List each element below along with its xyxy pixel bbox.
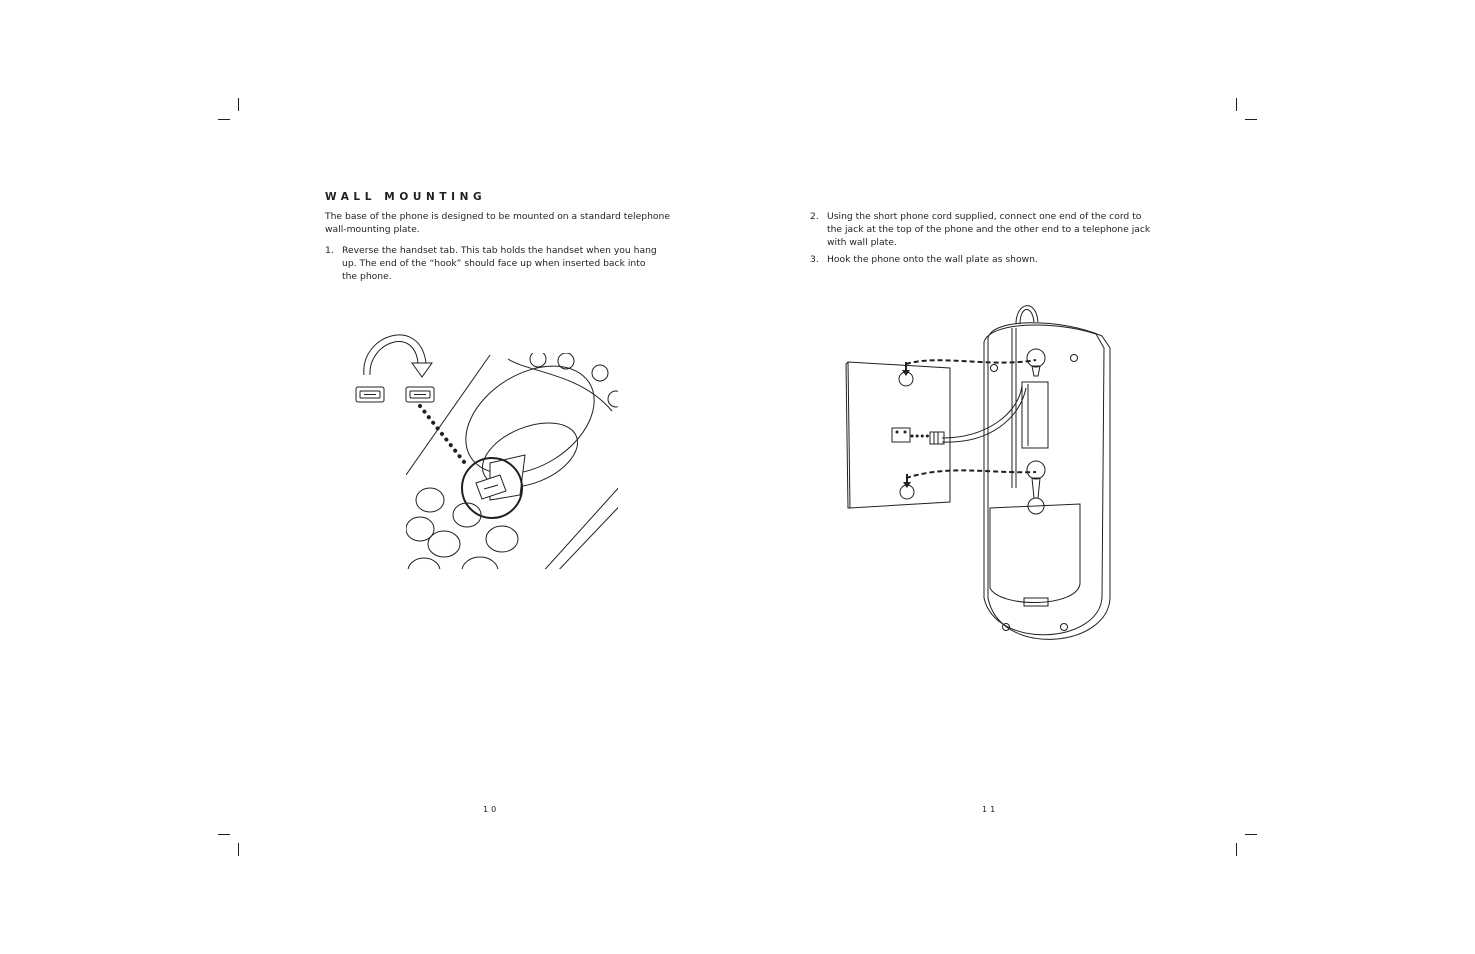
intro-line: wall-mounting plate.: [325, 224, 420, 235]
step-line: with wall plate.: [827, 237, 897, 248]
crop-mark: [1236, 843, 1237, 856]
section-heading: WALL MOUNTING: [325, 191, 487, 203]
crop-mark: [1245, 119, 1257, 120]
step-line: up. The end of the “hook” should face up…: [342, 258, 646, 269]
step-text: Reverse the handset tab. This tab holds …: [342, 244, 657, 283]
crop-mark: [238, 843, 239, 856]
crop-mark: [1236, 98, 1237, 111]
step-text: Using the short phone cord supplied, con…: [827, 210, 1150, 249]
intro-line: The base of the phone is designed to be …: [325, 211, 670, 222]
tab-reversed-icon: [405, 386, 435, 403]
intro-paragraph: The base of the phone is designed to be …: [325, 210, 670, 236]
step-line: Using the short phone cord supplied, con…: [827, 211, 1142, 222]
crop-mark: [1245, 834, 1257, 835]
page-number: 10: [483, 805, 500, 814]
step-number: 2.: [810, 211, 819, 222]
crop-mark: [218, 119, 230, 120]
step-number: 3.: [810, 254, 819, 265]
wall-plate: [845, 361, 951, 509]
step-number: 1.: [325, 245, 334, 256]
phone-base: [983, 322, 1111, 640]
handset-tab-illustration: [355, 334, 618, 569]
step-line: the phone.: [342, 271, 392, 282]
tab-original-icon: [355, 386, 385, 403]
step-line: Hook the phone onto the wall plate as sh…: [827, 254, 1038, 265]
phone-jack-plug: [929, 431, 945, 445]
step-line: Reverse the handset tab. This tab holds …: [342, 245, 657, 256]
crop-mark: [238, 98, 239, 111]
step-3: 3. Hook the phone onto the wall plate as…: [810, 253, 1160, 267]
crop-mark: [218, 834, 230, 835]
step-line: the jack at the top of the phone and the…: [827, 224, 1151, 235]
step-text: Hook the phone onto the wall plate as sh…: [827, 253, 1038, 266]
step-1: 1. Reverse the handset tab. This tab hol…: [325, 244, 675, 284]
page-number: 11: [982, 805, 999, 814]
step-2: 2. Using the short phone cord supplied, …: [810, 210, 1160, 250]
wall-mount-illustration: [845, 305, 1111, 640]
